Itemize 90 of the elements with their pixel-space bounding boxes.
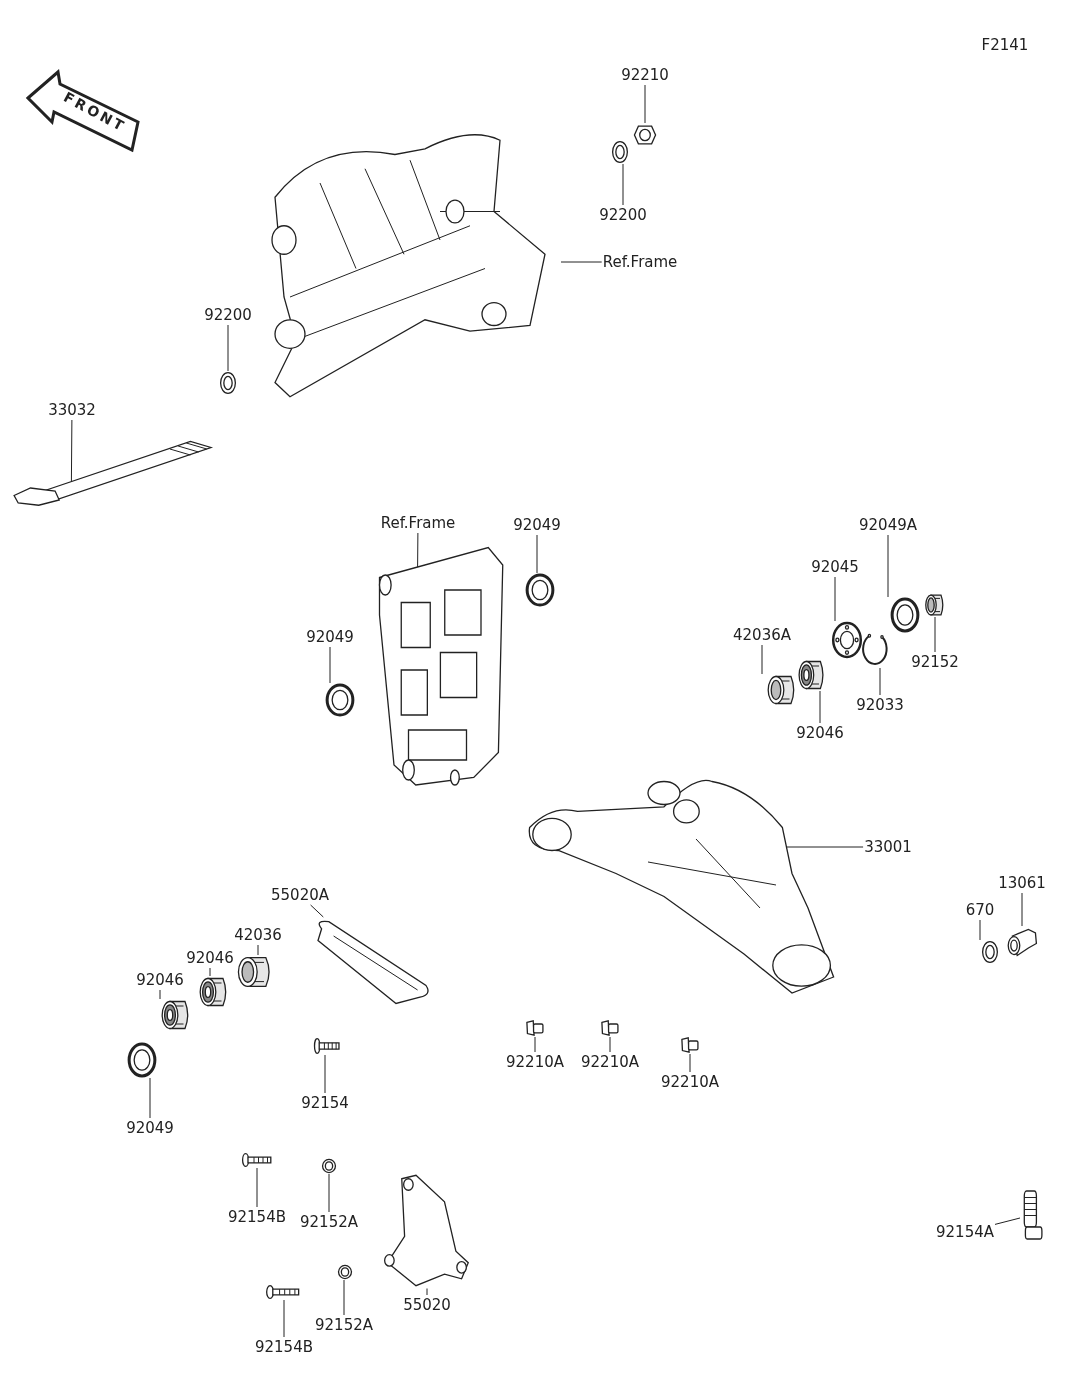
leader-line: [283, 1299, 285, 1338]
leader-line: [227, 324, 229, 372]
collar-drawing: [925, 594, 945, 616]
needle-bearing-drawing: [798, 660, 826, 690]
callout-number: 55020: [403, 1296, 451, 1314]
leader-line: [343, 1279, 345, 1316]
callout-number: 92210: [621, 66, 669, 84]
callout-number: 92210A: [506, 1053, 564, 1071]
needle-bearing-drawing: [199, 977, 229, 1007]
bolt-drawing: [1021, 1190, 1043, 1240]
callout-number: Ref.Frame: [602, 253, 678, 271]
bolt-drawing: [526, 1020, 544, 1036]
washer-drawing: [220, 372, 236, 394]
callout-number: 92154B: [255, 1338, 313, 1356]
bolt-drawing: [601, 1020, 619, 1036]
leader-line: [426, 1288, 428, 1296]
leader-line: [310, 904, 324, 918]
drawing-number: F2141: [981, 36, 1029, 54]
callout-number: 92200: [204, 306, 252, 324]
collar-drawing: [767, 675, 797, 705]
leader-line: [644, 84, 646, 124]
callout-number: 92152A: [300, 1213, 358, 1231]
oil-seal-drawing: [526, 574, 554, 606]
leader-line: [622, 163, 624, 206]
callout-number: 92154B: [228, 1208, 286, 1226]
leader-line: [819, 690, 821, 724]
callout-number: 92152A: [315, 1316, 373, 1334]
callout-number: 92154A: [936, 1223, 994, 1241]
callout-number: Ref.Frame: [380, 514, 456, 532]
leader-line: [689, 1053, 691, 1073]
callout-number: 92046: [796, 724, 844, 742]
leader-line: [534, 1036, 536, 1053]
callout-number: 92154: [301, 1094, 349, 1112]
callout-number: 42036A: [733, 626, 791, 644]
washer-drawing: [612, 141, 628, 163]
leader-line: [159, 989, 161, 1000]
callout-number: 33001: [864, 838, 912, 856]
leader-line: [149, 1077, 151, 1119]
leader-line: [994, 1217, 1021, 1225]
leader-line: [879, 667, 881, 696]
leader-line: [256, 1167, 258, 1208]
washer-drawing: [982, 941, 998, 963]
leader-line: [560, 261, 603, 263]
leader-line: [979, 919, 981, 941]
leader-line: [934, 616, 936, 653]
needle-bearing-drawing: [161, 1000, 191, 1030]
leader-line: [209, 967, 211, 977]
leader-line: [834, 576, 836, 622]
nut-drawing: [634, 124, 656, 146]
screw-drawing: [266, 1285, 300, 1299]
callout-number: 92046: [136, 971, 184, 989]
callout-number: 92033: [856, 696, 904, 714]
leader-line: [536, 534, 538, 574]
leader-line: [761, 644, 763, 675]
leader-line: [417, 532, 419, 568]
ball-bearing-drawing: [832, 622, 862, 658]
callout-number: 92200: [599, 206, 647, 224]
leader-line: [887, 534, 889, 598]
callout-number: 92049: [513, 516, 561, 534]
callout-number: 92049: [126, 1119, 174, 1137]
leader-line: [1021, 892, 1023, 927]
callout-number: 33032: [48, 401, 96, 419]
callout-number: 92152: [911, 653, 959, 671]
callout-number: 55020A: [271, 886, 329, 904]
bolt-drawing: [681, 1037, 699, 1053]
callout-number: 13061: [998, 874, 1046, 892]
leader-line: [324, 1054, 326, 1094]
callout-number: 92046: [186, 949, 234, 967]
oil-seal-drawing: [891, 598, 919, 632]
cap-drawing: [1006, 927, 1038, 957]
circlip-drawing: [861, 633, 889, 667]
washer-drawing: [322, 1159, 336, 1173]
leader-line: [609, 1036, 611, 1053]
callout-number: 42036: [234, 926, 282, 944]
callout-number: 670: [965, 901, 995, 919]
callout-number: 92049: [306, 628, 354, 646]
callout-number: 92210A: [661, 1073, 719, 1091]
leader-line: [329, 646, 331, 684]
screw-drawing: [242, 1153, 272, 1167]
callout-number: 92210A: [581, 1053, 639, 1071]
collar-drawing: [237, 956, 273, 988]
callout-number: 92049A: [859, 516, 917, 534]
oil-seal-drawing: [326, 684, 354, 716]
leader-line: [328, 1173, 330, 1213]
callout-number: 92045: [811, 558, 859, 576]
washer-drawing: [338, 1265, 352, 1279]
leader-line: [70, 419, 73, 482]
oil-seal-drawing: [128, 1043, 156, 1077]
leader-line: [257, 944, 259, 956]
screw-drawing: [314, 1038, 340, 1054]
